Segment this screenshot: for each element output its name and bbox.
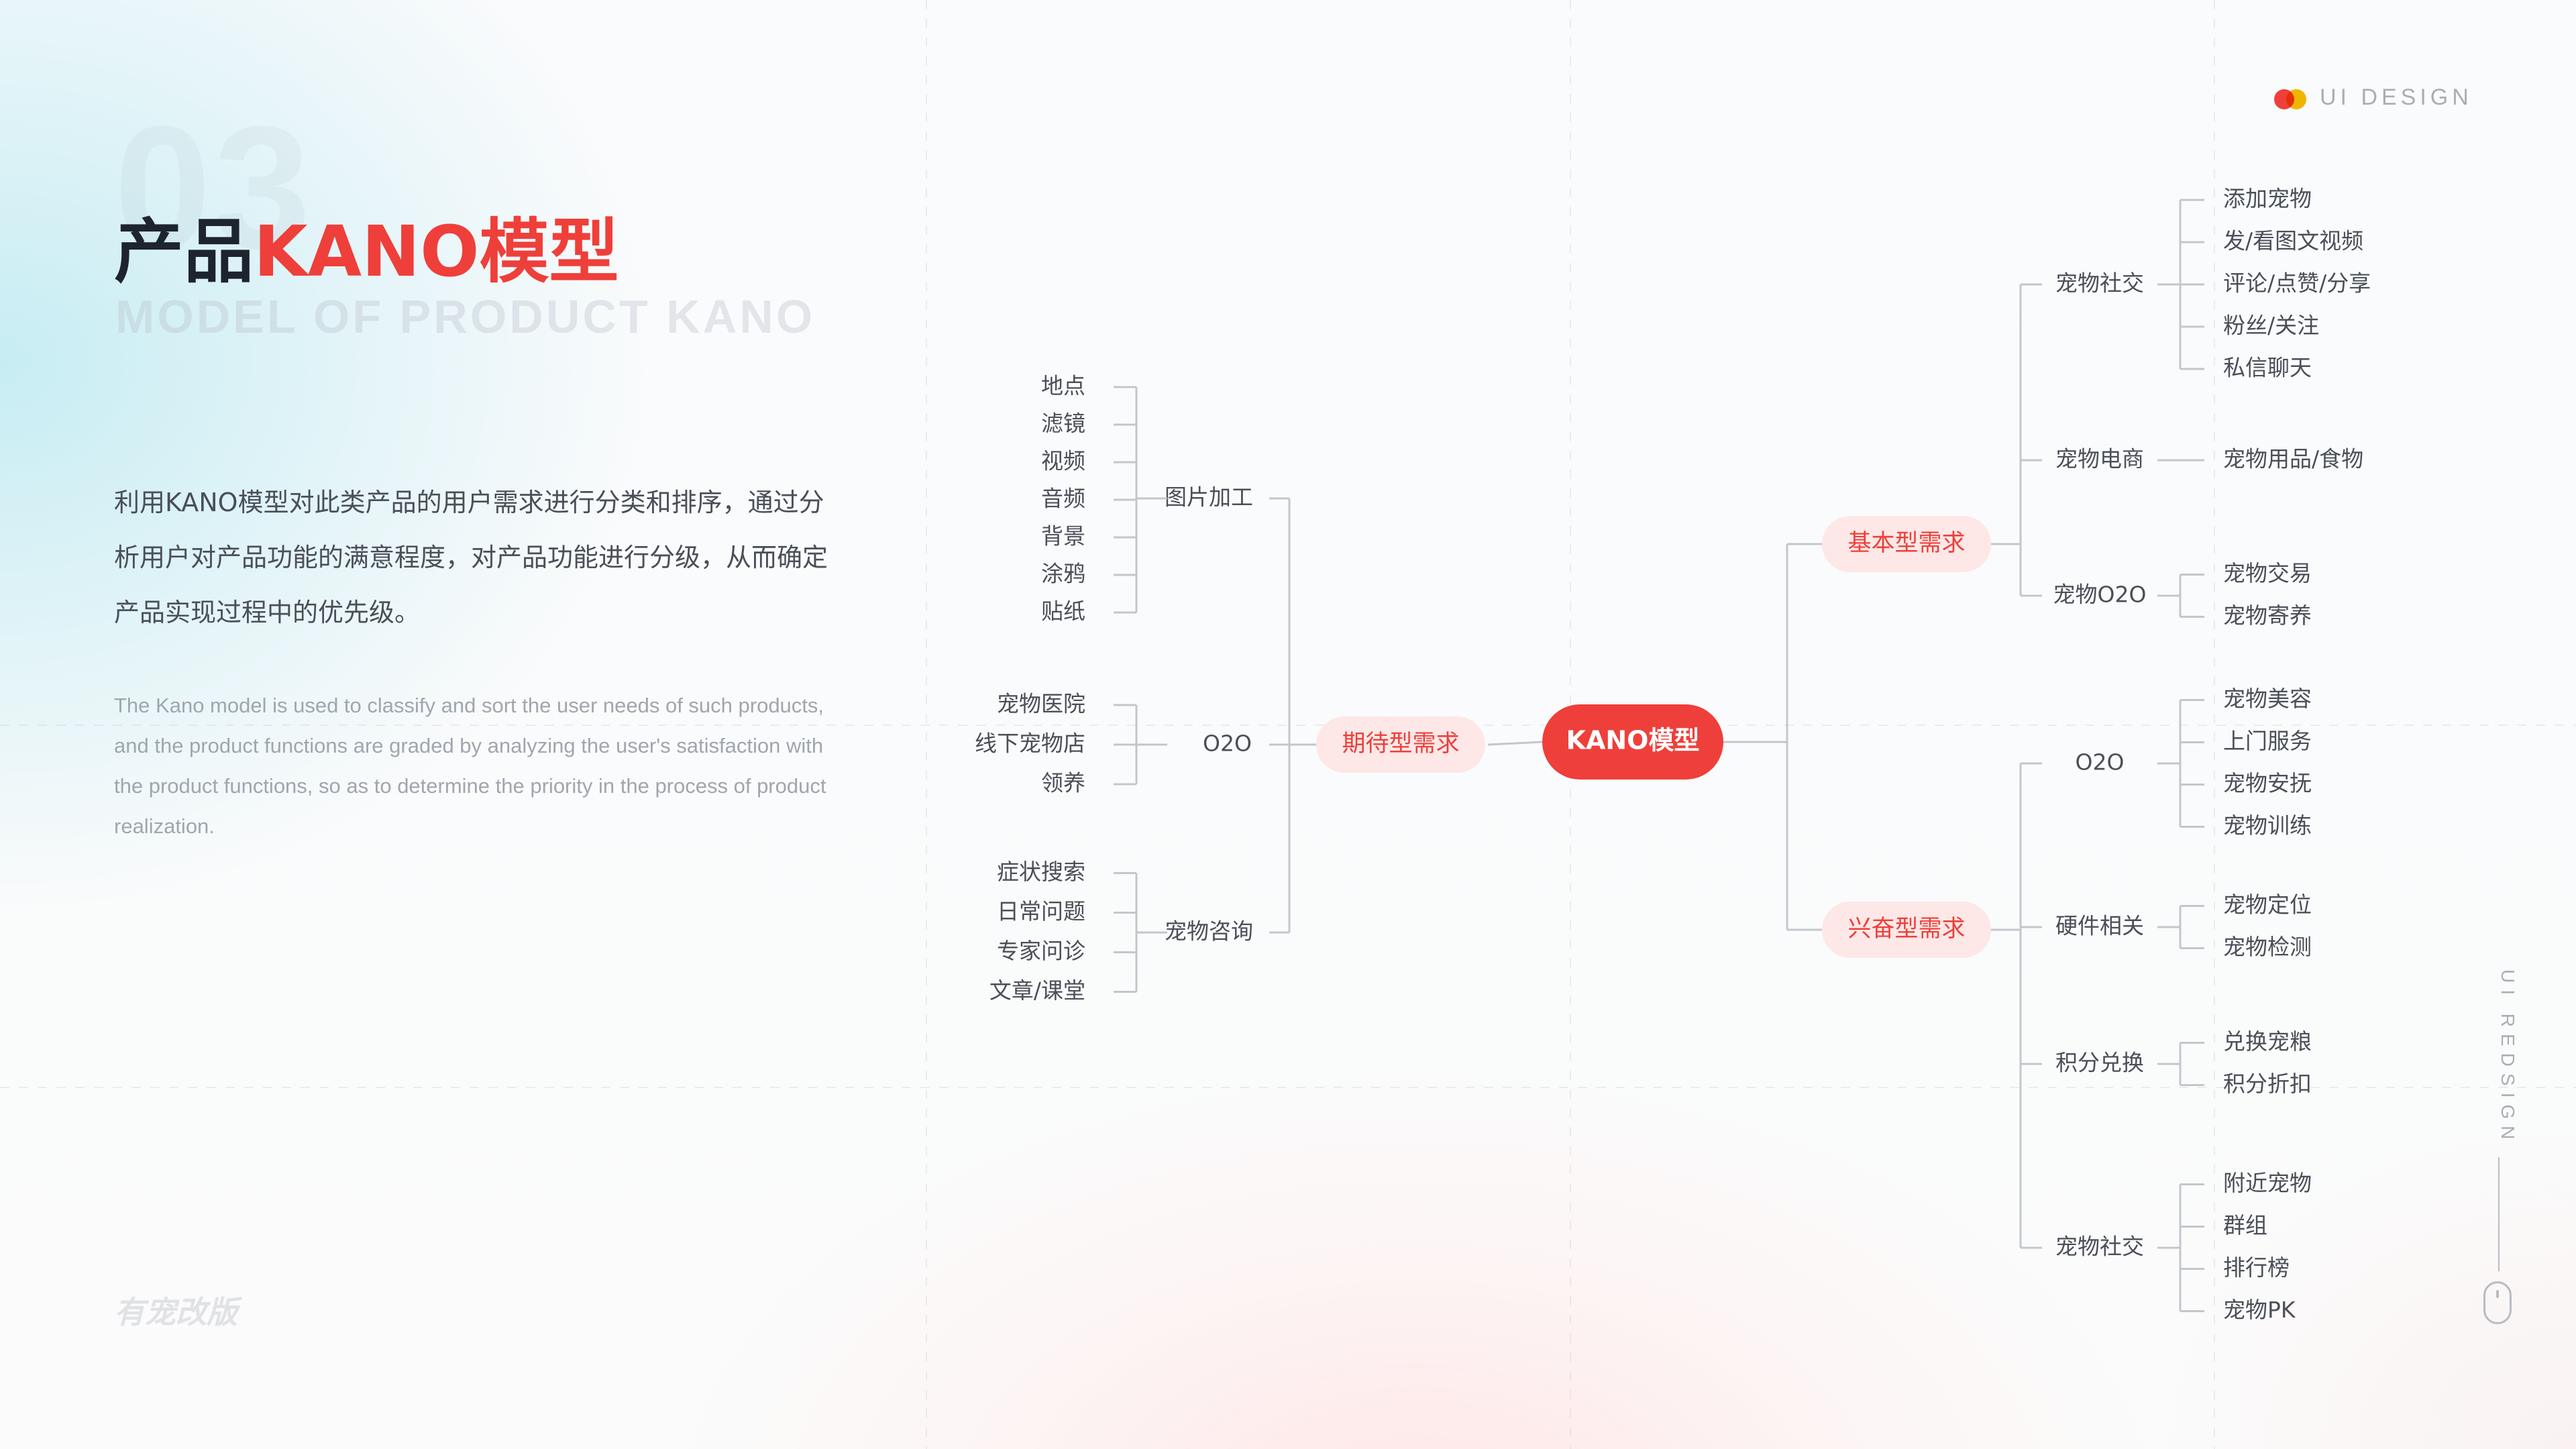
leaf-item: 宠物定位	[2223, 892, 2312, 918]
leaf-item: 排行榜	[2223, 1254, 2290, 1281]
leaf-item: 背景	[1041, 523, 1085, 549]
leaf-item: 宠物美容	[2223, 686, 2312, 712]
leaf-item: 专家问诊	[997, 938, 1085, 964]
leaf-item: 日常问题	[997, 898, 1085, 924]
category-pill-exciting	[1822, 902, 1991, 958]
grid-line	[926, 0, 927, 1449]
leaf-item: 症状搜索	[997, 859, 1085, 885]
title-dark-part: 产品	[114, 211, 254, 292]
leaf-item: 领养	[1041, 770, 1085, 796]
leaf-item: 涂鸦	[1041, 561, 1085, 587]
category-label-expected: 期待型需求	[1342, 731, 1459, 757]
root-node-label: KANO模型	[1566, 726, 1700, 755]
page-title: 产品KANO模型	[114, 208, 619, 295]
leaf-item: 私信聊天	[2223, 355, 2312, 381]
leaf-item: 宠物安抚	[2223, 770, 2312, 796]
group-label: 宠物O2O	[2053, 582, 2147, 608]
root-node	[1542, 704, 1723, 780]
group-label: O2O	[1203, 731, 1252, 757]
title-red-part: KANO模型	[254, 211, 619, 292]
leaf-item: 群组	[2223, 1212, 2267, 1238]
leaf-item: 视频	[1041, 448, 1085, 474]
leaf-item: 宠物PK	[2223, 1297, 2296, 1323]
connector-line	[1487, 741, 1543, 746]
grid-line	[2214, 0, 2215, 1449]
side-vertical-label: UI REDSIGN	[2498, 969, 2518, 1146]
group-label: 硬件相关	[2055, 913, 2144, 939]
grid-line	[0, 1087, 2576, 1088]
leaf-item: 宠物用品/食物	[2223, 446, 2363, 472]
leaf-item: 线下宠物店	[975, 731, 1085, 757]
description-chinese: 利用KANO模型对此类产品的用户需求进行分类和排序，通过分析用户对产品功能的满意…	[114, 488, 828, 627]
category-pill-basic	[1822, 516, 1991, 572]
leaf-item: 地点	[1041, 373, 1085, 399]
category-label-basic: 基本型需求	[1847, 530, 1965, 557]
brand-logo-icon	[2274, 88, 2310, 111]
leaf-item: 上门服务	[2223, 728, 2312, 754]
group-label: 图片加工	[1165, 484, 1253, 511]
leaf-item: 兑换宠粮	[2223, 1028, 2312, 1055]
leaf-item: 添加宠物	[2223, 186, 2312, 212]
leaf-item: 滤镜	[1041, 411, 1085, 437]
leaf-item: 粉丝/关注	[2223, 313, 2319, 339]
leaf-item: 发/看图文视频	[2223, 228, 2363, 254]
group-label: 宠物咨询	[1165, 918, 1253, 945]
leaf-item: 评论/点赞/分享	[2223, 270, 2371, 297]
category-label-exciting: 兴奋型需求	[1847, 916, 1965, 943]
leaf-item: 宠物检测	[2223, 934, 2312, 960]
brand-label: UI DESIGN	[2320, 85, 2473, 110]
description-english: The Kano model is used to classify and s…	[114, 694, 826, 838]
leaf-item: 音频	[1041, 486, 1085, 512]
footer-brand: 有宠改版	[114, 1294, 237, 1330]
leaf-item: 宠物医院	[997, 691, 1085, 717]
group-label: 宠物电商	[2055, 446, 2144, 472]
group-label: 积分兑换	[2055, 1050, 2144, 1076]
leaf-item: 文章/课堂	[989, 977, 1085, 1004]
group-label: 宠物社交	[2055, 270, 2144, 297]
leaf-item: 贴纸	[1041, 598, 1085, 625]
leaf-item: 附近宠物	[2223, 1170, 2312, 1196]
group-label: 宠物社交	[2055, 1234, 2144, 1260]
section-number-watermark: 03	[114, 91, 314, 285]
leaf-item: 宠物交易	[2223, 560, 2312, 586]
leaf-item: 宠物寄养	[2223, 602, 2312, 629]
page-subtitle: MODEL OF PRODUCT KANO	[115, 290, 816, 343]
group-label: O2O	[2076, 749, 2125, 775]
leaf-item: 宠物训练	[2223, 812, 2312, 839]
grid-line	[0, 724, 2576, 726]
side-divider	[2498, 1157, 2500, 1271]
category-pill-expected	[1316, 716, 1485, 773]
scroll-mouse-icon	[2483, 1281, 2512, 1324]
leaf-item: 积分折扣	[2223, 1071, 2312, 1097]
